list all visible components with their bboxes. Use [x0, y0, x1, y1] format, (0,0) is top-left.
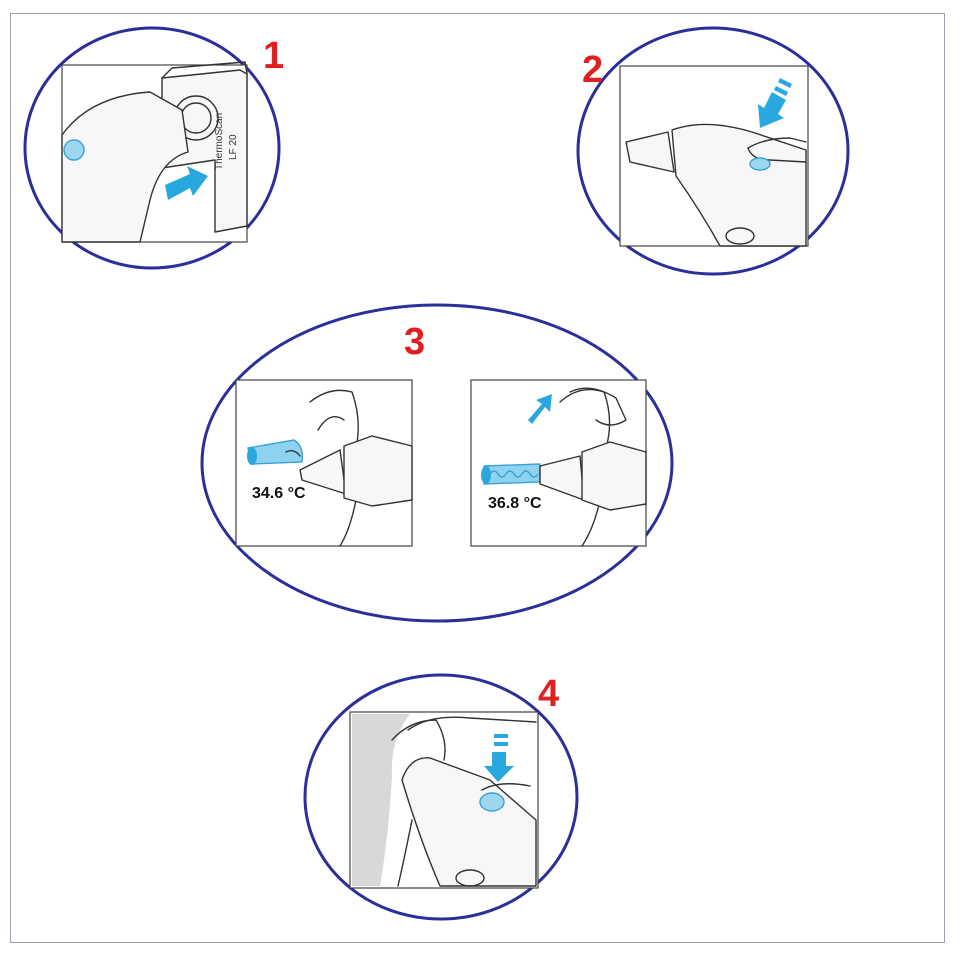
press-arrow-icon [758, 92, 786, 128]
step-4-ring [303, 673, 579, 921]
measure-button [479, 792, 505, 812]
step-4: 4 [303, 673, 579, 921]
probe-tip [625, 131, 675, 173]
left-temperature: 34.6 °C [252, 485, 306, 502]
step-3-number: 3 [404, 321, 425, 363]
thermometer-body [671, 123, 807, 247]
ear-canal [247, 439, 304, 465]
diagram-frame [10, 13, 945, 943]
thermometer-body [401, 757, 537, 887]
thermometer-button [63, 139, 85, 161]
ear-outline [309, 389, 359, 547]
step-1: ThermoScan LF 20 1 [23, 26, 284, 270]
ear-canal [483, 463, 541, 485]
finger [747, 137, 807, 149]
step-1-number: 1 [263, 35, 284, 77]
step-2-ring [576, 26, 850, 276]
press-arrow-icon [484, 752, 514, 782]
box-brand-label: ThermoScan [214, 113, 225, 170]
release-button [749, 157, 771, 171]
right-temperature: 36.8 °C [488, 495, 542, 512]
pull-arrow-icon [528, 394, 552, 424]
step-4-number: 4 [538, 673, 559, 715]
thermometer-head [581, 441, 647, 511]
step-2-number: 2 [582, 49, 603, 91]
insert-arrow-icon [165, 166, 208, 200]
step-3: 3 34.6 °C 36.8 °C [200, 303, 674, 623]
panel-before-straightening: 34.6 °C [235, 379, 413, 547]
step-2: 2 [576, 26, 850, 276]
thermometer-body [61, 91, 189, 243]
step-1-ring [23, 26, 281, 270]
panel-after-straightening: 36.8 °C [470, 379, 647, 547]
finger [569, 387, 627, 426]
box-model-label: LF 20 [228, 134, 239, 160]
step-3-ring [200, 303, 674, 623]
finger [407, 716, 537, 731]
thermometer-head [343, 435, 413, 507]
ear-outline [391, 719, 446, 887]
head-shadow [352, 714, 410, 886]
